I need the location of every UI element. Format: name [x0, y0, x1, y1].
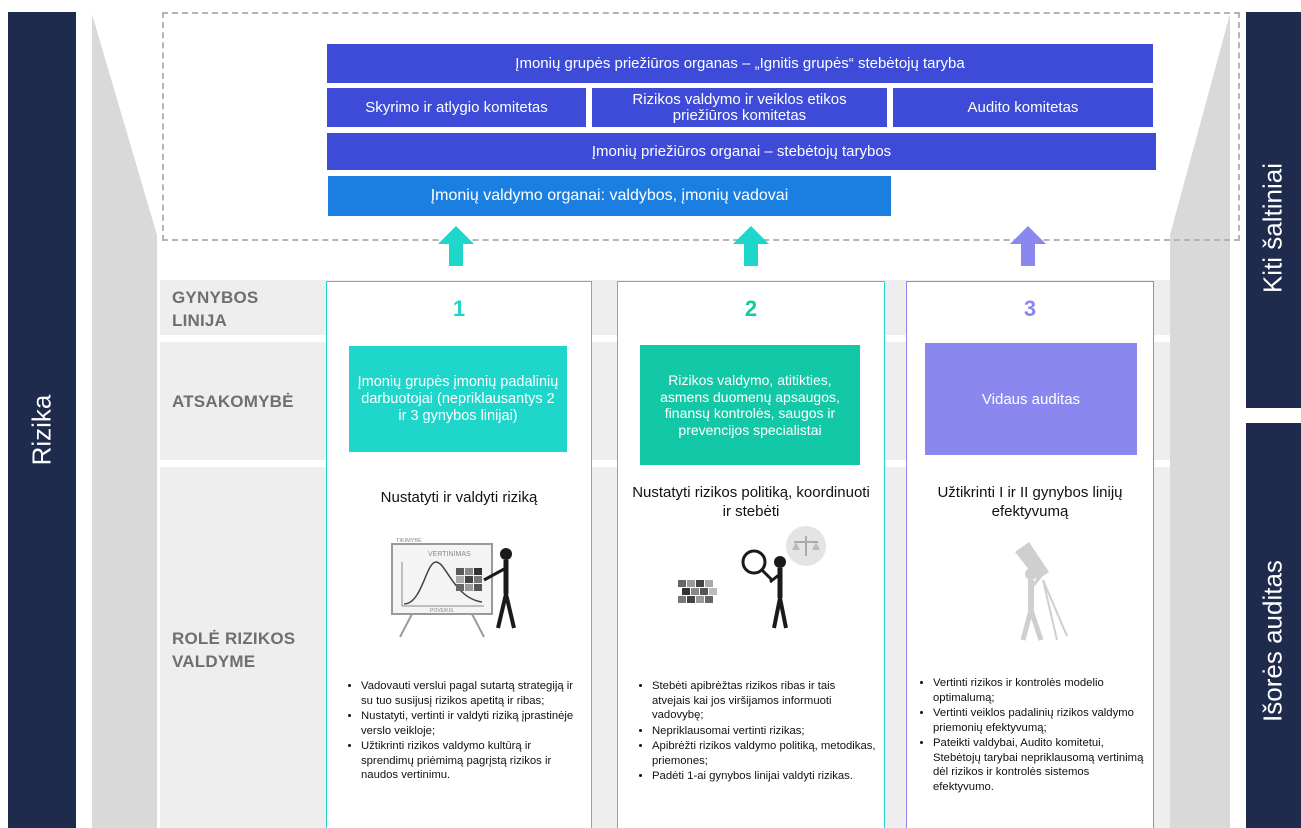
governance-container	[162, 12, 1240, 241]
responsibility-box-3: Vidaus auditas	[925, 343, 1137, 455]
defense-line-column-3: 3 Vidaus auditas Užtikrinti I ir II gyny…	[906, 281, 1154, 828]
row-label-defense-line: GYNYBOS LINIJA	[172, 288, 259, 330]
arrow-up-icon-3	[1010, 226, 1046, 266]
left-funnel	[92, 14, 157, 828]
left-side-bar: Rizika	[8, 12, 76, 828]
right-top-bar: Kiti šaltiniai	[1246, 12, 1301, 408]
bullet-item: Nepriklausomai vertinti rizikas;	[652, 724, 876, 739]
bullet-item: Nustatyti, vertinti ir valdyti riziką įp…	[361, 709, 583, 738]
bullet-item: Stebėti apibrėžtas rizikos ribas ir tais…	[652, 679, 876, 723]
illustration-label-impact: POVEIKIS	[430, 608, 454, 614]
row-label-role: ROLĖ RIZIKOS VALDYME	[172, 629, 296, 671]
role-text-1: Nustatyti ir valdyti riziką	[380, 489, 538, 506]
column-number-2: 2	[744, 296, 758, 321]
column-number-1: 1	[452, 296, 466, 321]
defense-line-column-2: 2 Rizikos valdymo, atitikties, asmens du…	[617, 281, 885, 828]
defense-line-column-1: 1 Įmonių grupės įmonių padalinių darbuot…	[326, 281, 592, 828]
responsibility-box-2: Rizikos valdymo, atitikties, asmens duom…	[640, 345, 860, 465]
bullet-item: Vertinti veiklos padalinių rizikos valdy…	[933, 706, 1147, 735]
management-bodies: Įmonių valdymo organai: valdybos, įmonių…	[328, 176, 891, 216]
role-text-3: Užtikrinti I ir II gynybos linijų efekty…	[937, 484, 1123, 520]
committee-remuneration: Skyrimo ir atlygio komitetas	[327, 88, 586, 127]
row-label-responsibility: ATSAKOMYBĖ	[172, 392, 294, 411]
bullet-list-1: Vadovauti verslui pagal sutartą strategi…	[347, 679, 583, 784]
bullet-item: Pateikti valdybai, Audito komitetui, Ste…	[933, 736, 1147, 794]
telescope-illustration	[1015, 542, 1068, 641]
arrow-up-icon-2	[733, 226, 769, 266]
right-funnel	[1170, 14, 1230, 828]
bullet-list-3: Vertinti rizikos ir kontrolės modelio op…	[919, 676, 1147, 795]
committee-audit: Audito komitetas	[893, 88, 1153, 127]
bullet-item: Apibrėžti rizikos valdymo politiką, meto…	[652, 739, 876, 768]
group-supervisory-board: Įmonių grupės priežiūros organas – „Igni…	[327, 44, 1153, 83]
committee-risk-ethics: Rizikos valdymo ir veiklos etikos prieži…	[592, 88, 887, 127]
column-number-3: 3	[1023, 296, 1037, 321]
bullet-item: Padėti 1-ai gynybos linijai valdyti rizi…	[652, 769, 876, 784]
assessment-illustration: TIKIMYBĖ VERTINIMAS POVEIKIS	[391, 537, 516, 638]
responsibility-box-1: Įmonių grupės įmonių padalinių darbuotoj…	[349, 346, 567, 452]
company-supervisory-boards: Įmonių priežiūros organai – stebėtojų ta…	[327, 133, 1156, 170]
illustration-label-likelihood: TIKIMYBĖ	[396, 537, 422, 544]
role-text-2: Nustatyti rizikos politiką, koordinuoti …	[632, 484, 870, 520]
monitoring-illustration	[678, 526, 826, 629]
illustration-label-assessment: VERTINIMAS	[428, 551, 471, 558]
bullet-item: Vertinti rizikos ir kontrolės modelio op…	[933, 676, 1147, 705]
bullet-list-2: Stebėti apibrėžtas rizikos ribas ir tais…	[638, 679, 876, 785]
right-bottom-bar: Išorės auditas	[1246, 423, 1301, 828]
bullet-item: Užtikrinti rizikos valdymo kultūrą ir sp…	[361, 739, 583, 783]
arrow-up-icon-1	[438, 226, 474, 266]
bullet-item: Vadovauti verslui pagal sutartą strategi…	[361, 679, 583, 708]
